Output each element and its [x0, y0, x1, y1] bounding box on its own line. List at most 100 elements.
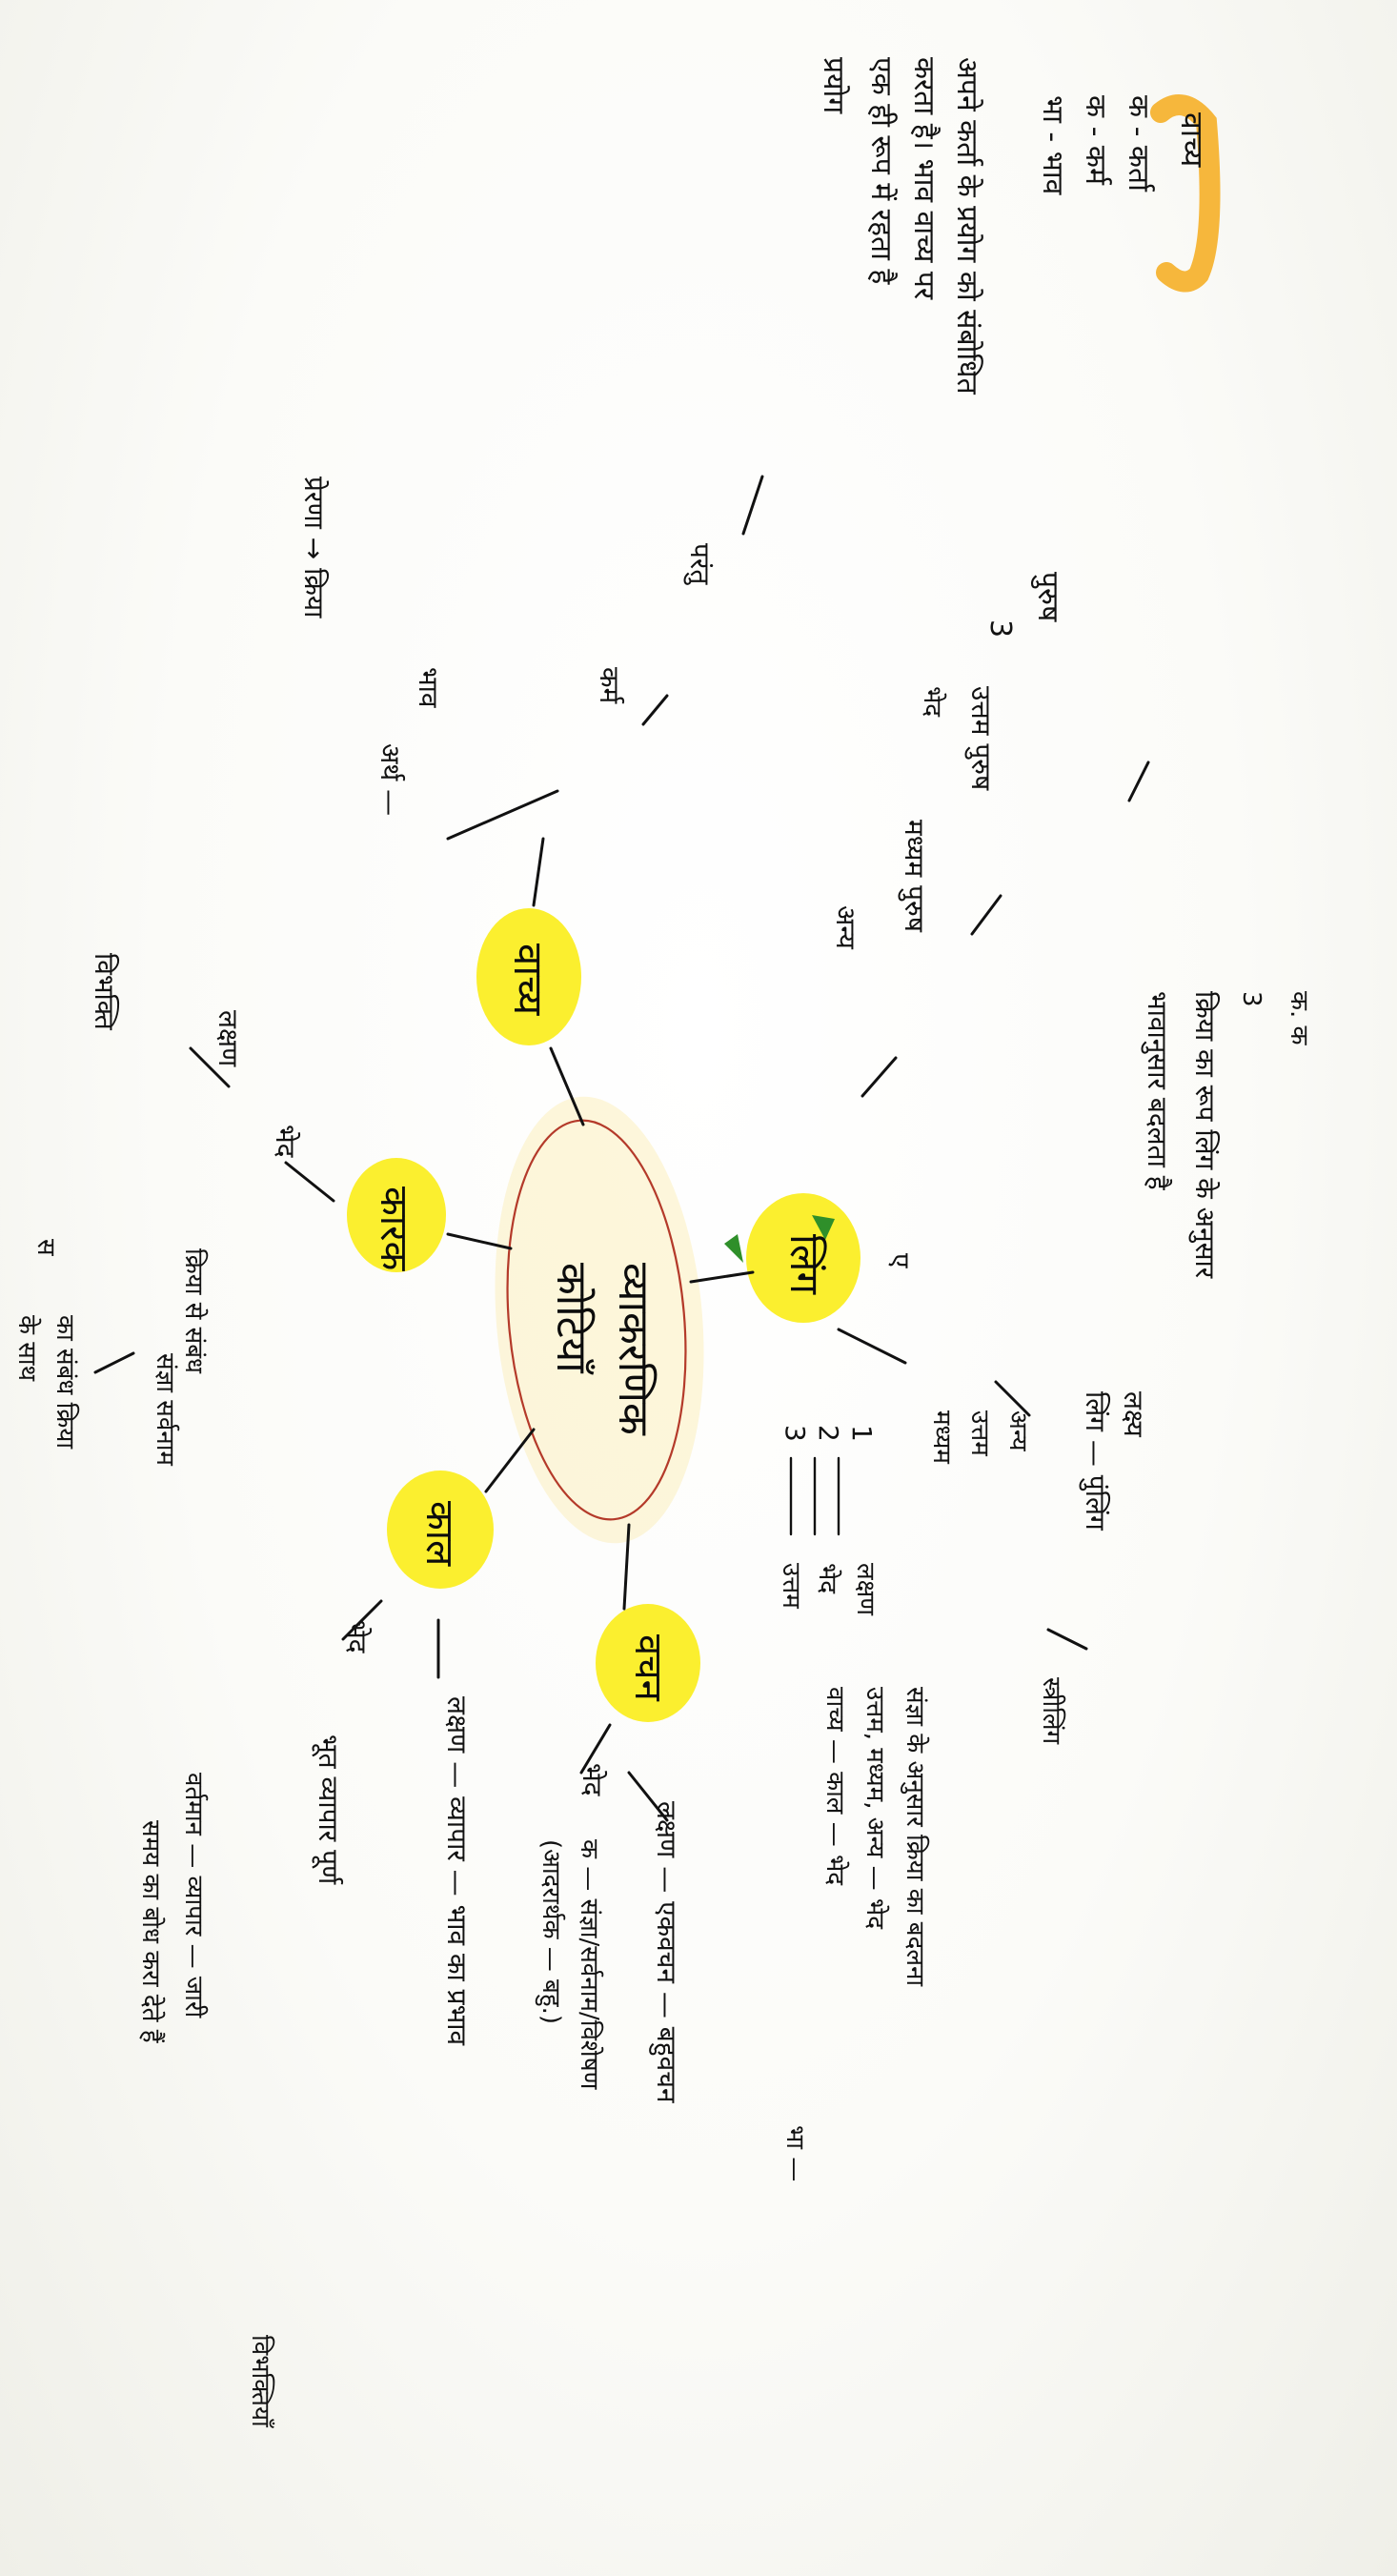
highlight-vachan [596, 1604, 700, 1722]
branch-ling: लिंग [781, 1234, 828, 1295]
karak-6: का संबंध क्रिया [51, 1315, 80, 1450]
purush-f2: उत्तम, मध्यम, अन्य — भेद [860, 1687, 890, 1930]
legend-title: वाच्य [1174, 112, 1210, 169]
purush-line3: अन्य [1003, 1410, 1032, 1452]
karak-3: विभक्ति [89, 953, 120, 1031]
kaal-2: लक्षण — व्यापार — भाव का प्रभाव [441, 1696, 473, 2046]
vachya-sub-3: प्रेरणा → क्रिया [298, 477, 330, 619]
highlight-vachya [476, 908, 581, 1045]
green-arrow-1 [724, 1234, 743, 1263]
line-ling-2 [970, 894, 1002, 936]
ling-notes: क्रिया का रूप लिंग के अनुसार भावानुसार ब… [830, 572, 1313, 1745]
vachan-4: (आदरार्थक — बहु.) [535, 1839, 566, 2024]
vachan-2: लक्षण — एकवचन — बहुवचन [649, 1801, 682, 2103]
center-node: व्याकरणिक कोटियाँ [506, 1119, 835, 1521]
ling-sub-6: 3 [1237, 991, 1265, 1007]
line-ling-1 [860, 1056, 898, 1098]
purush-b3: 3 [779, 1425, 811, 1442]
line-center-vachan [622, 1523, 631, 1611]
purush-f3: वाच्य — काल — भेद [820, 1687, 850, 1886]
ling-sub-3: स्त्रीलिंग [1037, 1677, 1066, 1745]
vachya-sub-1: भाव [413, 667, 444, 708]
ling-label-2: उत्तम पुरुष [964, 686, 997, 791]
line-center-kaal [484, 1428, 536, 1493]
highlight-ling [746, 1193, 860, 1323]
ling-label-3: मध्यम पुरुष [898, 820, 930, 933]
vachya-main-4: प्रयोग [817, 57, 850, 114]
ling-note-1: क्रिया का रूप लिंग के अनुसार [1188, 991, 1221, 1279]
line-center-ling [689, 1270, 755, 1284]
karak-2: लक्षण [213, 1010, 244, 1067]
vachya-sub-2: अर्थ — [375, 743, 406, 816]
legend: वाच्य क - कर्ता क - कर्म भा - भाव [1036, 95, 1210, 196]
purush-b1: 1 [846, 1425, 878, 1442]
kaal-1: भेद [341, 1620, 373, 1654]
ling-label-4: अन्य [830, 905, 861, 950]
kaal-4: वर्तमान — व्यापार — जारी [179, 1773, 209, 2019]
ling-sub-4: क. क [1285, 991, 1313, 1045]
line-center-vachya [549, 1046, 585, 1126]
vachya-top-1: परंतु [683, 543, 716, 585]
line-center-karak [446, 1232, 513, 1250]
vachan-3: क — संज्ञा/सर्वनाम/विशेषण [575, 1839, 604, 2091]
center-title-2: कोटियाँ [547, 1263, 596, 1375]
highlight-kaal [387, 1471, 494, 1589]
branch-vachan: वचन [626, 1634, 670, 1702]
legend-item-1: क - कर्ता [1122, 95, 1155, 193]
center-halo [495, 1096, 704, 1544]
line-vachya-right [641, 694, 669, 726]
karak-notes: भेद लक्षण विभक्ति क्रिया से संबंध संज्ञा… [12, 953, 301, 2429]
karak-9: विभक्तियाँ [246, 2335, 275, 2429]
line-vachya-up [532, 837, 545, 907]
green-arrow-2 [812, 1215, 835, 1240]
karak-7: के साथ [12, 1315, 42, 1382]
vachya-main-3: एक ही रूप में रहता है [864, 57, 898, 285]
purush-f4: भा — [780, 2125, 809, 2181]
line-vachan-1 [579, 1723, 612, 1775]
vachya-notes: अपने कर्ता के प्रयोग को संबोधित करता है।… [298, 57, 983, 816]
center-title-1: व्याकरणिक [609, 1263, 658, 1436]
ling-label-5: भेद [918, 686, 947, 718]
kaal-3: भूत व्यापार पूर्ण [312, 1734, 344, 1885]
ling-tag-1: 3 [983, 619, 1017, 638]
purush-line2: मध्यम [927, 1410, 956, 1464]
branch-vachya: वाच्य [505, 943, 552, 1016]
purush-e3: उत्तम [777, 1563, 805, 1609]
karak-8: स [31, 1239, 60, 1256]
kaal-notes: भेद लक्षण — व्यापार — भाव का प्रभाव भूत … [136, 1620, 473, 2046]
line-ling-5 [994, 1380, 1031, 1417]
karak-1: भेद [270, 1125, 301, 1159]
line-ling-3 [1127, 761, 1150, 802]
purush-b2: 2 [813, 1425, 844, 1442]
purush-e2: भेद [813, 1563, 842, 1594]
center-ellipse [506, 1119, 687, 1521]
branch-labels: वाच्य कारक लिंग काल वचन [372, 943, 828, 1702]
purush-e1: लक्षण [851, 1563, 880, 1616]
legend-item-3: भा - भाव [1036, 95, 1069, 196]
purush-f1: संज्ञा के अनुसार क्रिया का बदलना [901, 1687, 930, 1987]
karak-4: क्रिया से संबंध [179, 1248, 209, 1374]
line-kaal-1 [341, 1599, 383, 1641]
branch-kaal: काल [417, 1501, 461, 1567]
vachya-main-1: अपने कर्ता के प्रयोग को संबोधित [950, 57, 983, 396]
line-karak-2 [189, 1046, 231, 1088]
ling-label-1: पुरुष [1030, 572, 1064, 622]
legend-item-2: क - कर्म [1079, 95, 1112, 186]
highlight-karak [347, 1158, 446, 1272]
line-vachan-2 [627, 1771, 669, 1822]
connectors [93, 475, 1150, 1822]
ling-note-2: भावानुसार बदलता है [1141, 991, 1173, 1191]
ling-sub-5: ए [884, 1253, 916, 1268]
line-vachya-left [446, 789, 559, 841]
highlight-layer [347, 94, 1221, 1722]
vachya-main-2: करता है। भाव वाच्य पर [907, 57, 941, 300]
line-ling-6 [1046, 1628, 1088, 1651]
purush-notes: 1 2 3 लक्षण भेद उत्तम संज्ञा के अनुसार क… [777, 1410, 1032, 2181]
legend-bracket-highlight [1150, 94, 1221, 293]
karak-5: संज्ञा सर्वनाम [151, 1353, 180, 1466]
branch-karak: कारक [372, 1187, 415, 1271]
line-karak-1 [284, 1161, 335, 1203]
line-vachya-far [741, 475, 764, 536]
